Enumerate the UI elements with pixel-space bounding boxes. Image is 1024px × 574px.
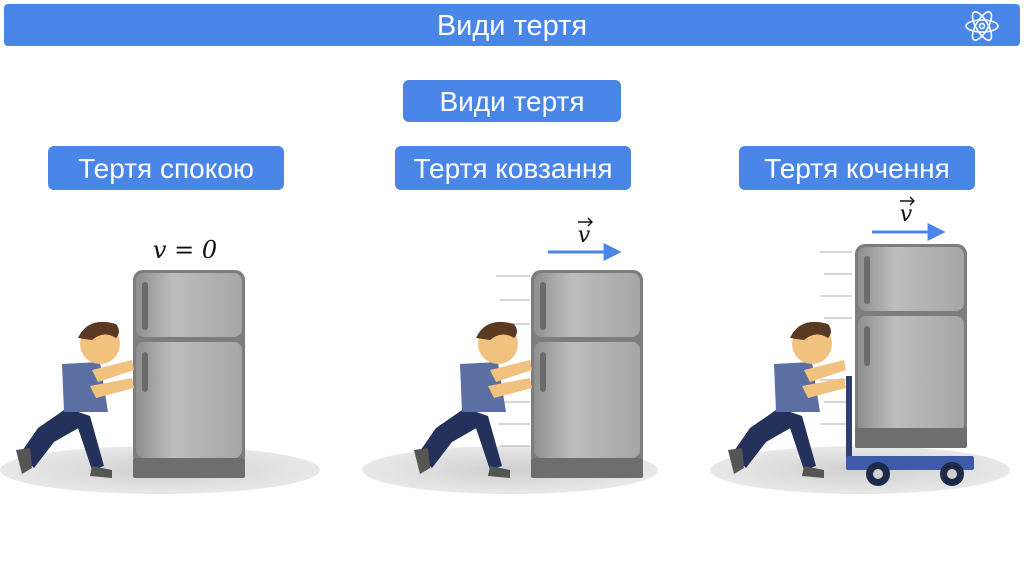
fridge (133, 270, 245, 478)
sliding-friction-scene: v (362, 218, 658, 494)
fridge (855, 244, 967, 448)
velocity-zero-formula: v = 0 (153, 236, 217, 264)
fridge (531, 270, 643, 478)
static-friction-scene: v = 0 (0, 236, 320, 494)
velocity-vector-label: v (578, 223, 591, 248)
rolling-friction-scene: v (710, 197, 1010, 494)
velocity-vector-label: v (900, 202, 913, 227)
